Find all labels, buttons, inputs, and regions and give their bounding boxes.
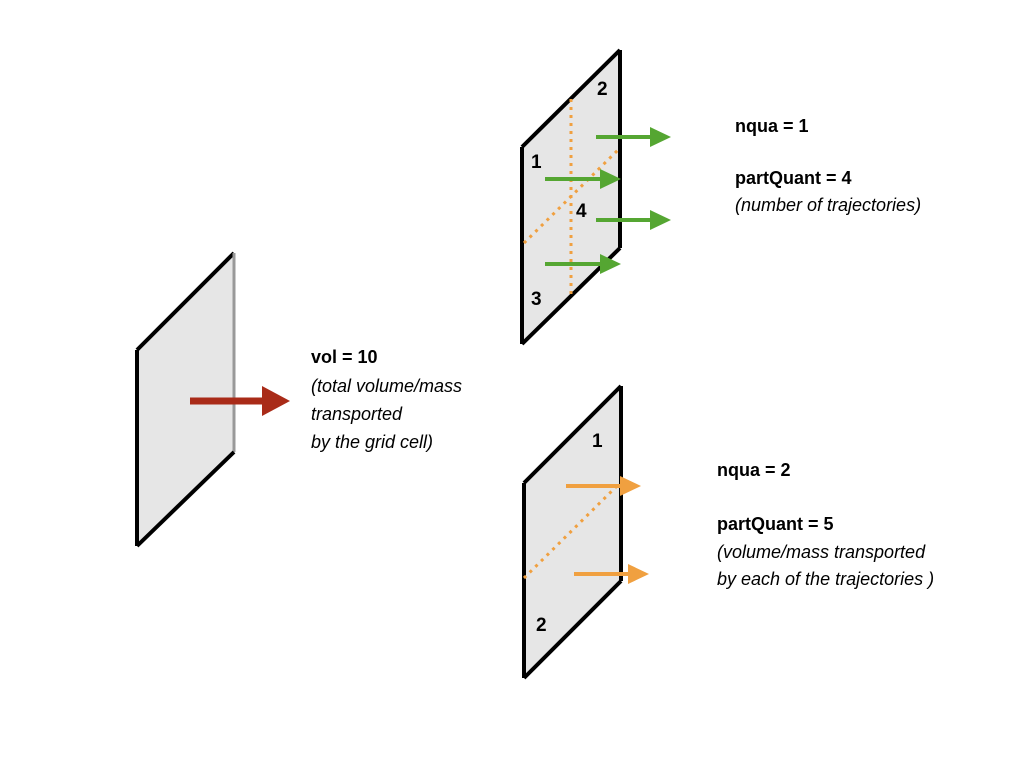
top-region-4: 4 [576,201,587,222]
bottom-panel-bottom-edge [522,579,623,680]
left-panel-top-edge [135,251,236,352]
green-arrow-2 [545,169,621,189]
green-arrow-1 [596,127,671,147]
left-panel-bottom-edge [135,450,236,548]
bottom-panel-top-edge [522,384,623,485]
top-nqua-label: nqua = 1 [735,116,809,136]
top-partquant-label: partQuant = 4 [735,168,852,188]
top-region-2: 2 [597,79,608,100]
top-grid-panel [520,48,622,346]
vol-label: vol = 10 [311,347,378,367]
vol-desc-line-1: (total volume/mass [311,376,462,396]
vol-desc-line-3: by the grid cell) [311,432,433,452]
bottom-nqua-label: nqua = 2 [717,460,791,480]
bottom-partquant-desc-line-1: (volume/mass transported [717,542,926,562]
bottom-region-2: 2 [536,615,547,636]
green-arrow-3 [596,210,671,230]
top-region-1: 1 [531,152,542,173]
bottom-panel-diagonal-divider [522,482,621,580]
left-grid-panel [135,251,236,548]
green-arrow-4 [545,254,621,274]
top-panel-top-edge [520,48,622,149]
orange-arrow-2 [574,564,649,584]
vol-desc-line-2: transported [311,404,403,424]
bottom-region-1: 1 [592,431,603,452]
bottom-partquant-label: partQuant = 5 [717,514,834,534]
bottom-partquant-desc-line-2: by each of the trajectories ) [717,569,934,589]
red-flux-arrow [190,386,290,416]
top-panel-diagonal-divider [522,148,620,245]
top-region-3: 3 [531,289,542,310]
orange-arrow-1 [566,476,641,496]
top-partquant-desc: (number of trajectories) [735,195,921,215]
bottom-grid-panel [522,384,623,680]
